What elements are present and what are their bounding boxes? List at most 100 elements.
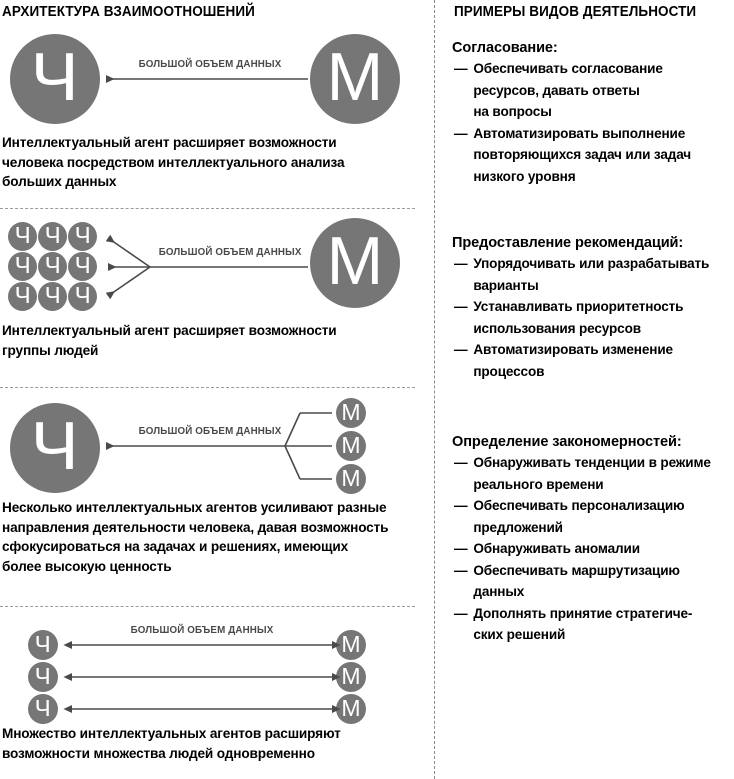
left-column: АРХИТЕКТУРА ВЗАИМООТНОШЕНИЙ Ч М	[0, 4, 428, 779]
machine-glyph: М	[341, 630, 361, 657]
activity-group-patterns: Определение закономерностей: — Обнаружива…	[452, 432, 734, 646]
activity-list-item: — Автоматизировать изменение процессов	[452, 339, 726, 382]
activity-group-recommendations: Предоставление рекомендаций: — Упорядочив…	[452, 233, 734, 382]
activity-list-item: — Устанавливать приоритетность использова…	[452, 296, 726, 339]
flow-label-many-to-one: БОЛЬШОЙ ОБЪЕМ ДАННЫХ	[138, 426, 282, 437]
machine-circle: М	[336, 694, 366, 724]
activity-list-item-text: Обнаруживать аномалии	[473, 540, 640, 556]
diagram-many-to-one: Ч М М М БОЛЬШОЙ ОБЪЕМ ДАННЫХ	[0, 395, 428, 501]
activity-list-item: — Автоматизировать выполнение повторяющих…	[452, 123, 726, 188]
flow-label-one-to-group: БОЛЬШОЙ ОБЪЕМ ДАННЫХ	[158, 247, 302, 258]
dash-marker: —	[453, 255, 468, 271]
activity-list-item: — Дополнять принятие стратегиче- ских реш…	[452, 603, 726, 646]
caption-many-to-one: Несколько интеллектуальных агентов усили…	[2, 500, 389, 575]
flow-label-many-to-many: БОЛЬШОЙ ОБЪЕМ ДАННЫХ	[130, 625, 274, 636]
divider-2	[0, 387, 415, 388]
machine-glyph: М	[326, 39, 384, 115]
activity-list-item-text: Автоматизировать выполнение повторяющихс…	[473, 124, 692, 184]
human-glyph: Ч	[34, 662, 52, 689]
activity-group-title: Согласование:	[452, 39, 558, 56]
human-glyph: Ч	[14, 282, 31, 308]
dash-marker: —	[453, 124, 468, 141]
human-circle: Ч	[38, 222, 67, 251]
activity-group-title: Определение закономерностей:	[452, 433, 682, 450]
human-glyph: Ч	[14, 252, 31, 278]
activity-list-item: — Обеспечивать согласование ресурсов, дав…	[452, 58, 726, 123]
human-circle: Ч	[28, 694, 58, 724]
caption-one-to-group: Интеллектуальный агент расширяет возможн…	[2, 323, 337, 359]
human-circle: Ч	[68, 222, 97, 251]
activity-list-item: — Упорядочивать или разрабатывать вариант…	[452, 253, 726, 296]
machine-glyph: М	[341, 398, 361, 425]
arrow-group-many-to-many	[63, 641, 341, 713]
machine-circle: М	[310, 34, 400, 124]
human-glyph: Ч	[14, 222, 31, 248]
activity-list-item: — Обеспечивать персонализацию предложений	[452, 495, 726, 538]
machine-circle: М	[336, 431, 366, 461]
arrow-group-many-to-one	[106, 412, 332, 480]
human-circle: Ч	[10, 403, 100, 493]
human-glyph: Ч	[30, 39, 80, 115]
human-circle: Ч	[68, 282, 97, 311]
block-many-to-many: Ч Ч Ч М М М БОЛЬШОЙ ОБЪЕМ ДАННЫХ Множест…	[0, 614, 428, 779]
arrow-group-one-to-one	[106, 75, 308, 83]
machine-circle: М	[336, 464, 366, 494]
activity-list-item-text: Автоматизировать изменение процессов	[473, 341, 673, 379]
human-circle: Ч	[28, 630, 58, 660]
human-glyph: Ч	[74, 252, 91, 278]
block-one-to-one: Ч М БОЛЬШОЙ ОБЪЕМ Д	[0, 26, 428, 208]
machine-glyph: М	[341, 694, 361, 721]
activity-list-item: — Обнаруживать тенденции в режиме реально…	[452, 452, 726, 495]
caption-one-to-one: Интеллектуальный агент расширяет возможн…	[2, 135, 345, 191]
human-circle: Ч	[8, 252, 37, 281]
human-glyph: Ч	[44, 222, 61, 248]
human-circle: Ч	[8, 222, 37, 251]
block-one-to-group: Ч Ч Ч Ч Ч Ч Ч Ч Ч М БОЛЬШОЙ ОБЪЕМ	[0, 216, 428, 386]
human-glyph: Ч	[44, 282, 61, 308]
machine-glyph: М	[341, 431, 361, 458]
human-glyph: Ч	[34, 694, 52, 721]
human-glyph: Ч	[30, 408, 80, 484]
activity-list-item-text: Устанавливать приоритетность использован…	[473, 298, 684, 336]
dash-marker: —	[453, 497, 468, 513]
machine-circle: М	[336, 662, 366, 692]
arrow-group-one-to-group	[105, 234, 308, 300]
human-circle: Ч	[8, 282, 37, 311]
dash-marker: —	[453, 60, 468, 76]
activity-list-item: — Обнаруживать аномалии	[452, 538, 726, 560]
activity-list-item-text: Обеспечивать согласование ресурсов, дава…	[473, 60, 663, 119]
flow-label-one-to-one: БОЛЬШОЙ ОБЪЕМ ДАННЫХ	[138, 59, 282, 70]
column-divider	[434, 0, 435, 779]
activity-list-item-text: Обеспечивать маршрутизацию данных	[473, 561, 680, 600]
divider-3	[0, 606, 415, 607]
human-glyph: Ч	[34, 630, 52, 657]
diagram-one-to-group: Ч Ч Ч Ч Ч Ч Ч Ч Ч М БОЛЬШОЙ ОБЪЕМ	[0, 216, 428, 320]
machine-glyph: М	[341, 464, 361, 491]
machine-circle: М	[310, 218, 400, 308]
diagram-one-to-one: Ч М БОЛЬШОЙ ОБЪЕМ Д	[0, 26, 428, 146]
human-glyph: Ч	[44, 252, 61, 278]
dash-marker: —	[453, 298, 468, 314]
machine-glyph: М	[326, 223, 384, 299]
block-many-to-one: Ч М М М БОЛЬШОЙ ОБЪЕМ ДАННЫХ Несколько и…	[0, 395, 428, 606]
human-circle: Ч	[68, 252, 97, 281]
human-glyph: Ч	[74, 222, 91, 248]
machine-glyph: М	[341, 662, 361, 689]
activity-list-item-text: Дополнять принятие стратегиче- ских реше…	[473, 604, 693, 643]
diagram-many-to-many: Ч Ч Ч М М М БОЛЬШОЙ ОБЪЕМ ДАННЫХ	[0, 614, 428, 724]
activity-list-item-text: Обнаруживать тенденции в режиме реальног…	[473, 454, 711, 492]
dash-marker: —	[453, 540, 468, 556]
human-circle: Ч	[10, 34, 100, 124]
caption-many-to-many: Множество интеллектуальных агентов расши…	[2, 726, 341, 762]
dash-marker: —	[453, 604, 468, 621]
dash-marker: —	[453, 341, 468, 357]
activity-list-item-text: Обеспечивать персонализацию предложений	[473, 497, 685, 535]
activity-list-item: — Обеспечивать маршрутизацию данных	[452, 560, 726, 603]
left-column-header: АРХИТЕКТУРА ВЗАИМООТНОШЕНИЙ	[2, 4, 255, 20]
activity-list-item-text: Упорядочивать или разрабатывать варианты	[473, 255, 710, 293]
activity-group-title: Предоставление рекомендаций:	[452, 234, 684, 251]
dash-marker: —	[453, 454, 468, 470]
dash-marker: —	[453, 561, 468, 578]
activity-group-coordination: Согласование: — Обеспечивать согласование…	[452, 38, 734, 187]
